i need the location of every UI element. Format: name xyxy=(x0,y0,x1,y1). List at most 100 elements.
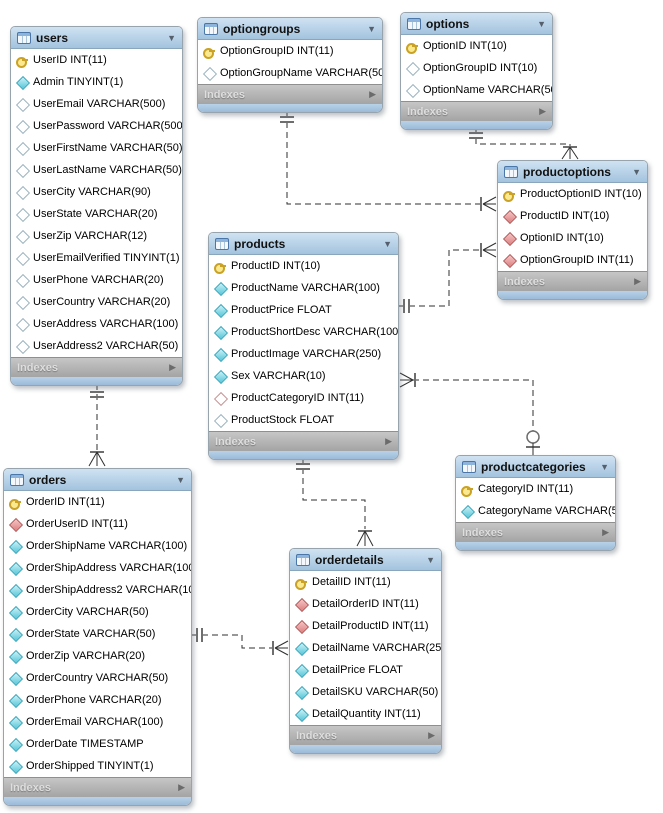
table-productcategories[interactable]: productcategories ▼ CategoryID INT(11)Ca… xyxy=(455,455,616,551)
relationship-productcategories-products[interactable] xyxy=(399,372,540,455)
field-row[interactable]: OrderShipped TINYINT(1) xyxy=(4,755,191,777)
field-row[interactable]: UserID INT(11) xyxy=(11,49,182,71)
field-row[interactable]: ProductPrice FLOAT xyxy=(209,299,398,321)
field-row[interactable]: Sex VARCHAR(10) xyxy=(209,365,398,387)
expand-arrow-icon[interactable]: ▶ xyxy=(602,527,609,537)
field-row[interactable]: CategoryID INT(11) xyxy=(456,478,615,500)
table-users[interactable]: users ▼ UserID INT(11)Admin TINYINT(1)Us… xyxy=(10,26,183,386)
indexes-row[interactable]: Indexes ▶ xyxy=(290,725,441,745)
table-options[interactable]: options ▼ OptionID INT(10)OptionGroupID … xyxy=(400,12,553,130)
indexes-row[interactable]: Indexes ▶ xyxy=(456,522,615,542)
collapse-arrow-icon[interactable]: ▼ xyxy=(167,32,176,43)
indexes-row[interactable]: Indexes ▶ xyxy=(198,84,382,104)
field-row[interactable]: OptionGroupID INT(10) xyxy=(401,57,552,79)
table-optiongroups-header[interactable]: optiongroups ▼ xyxy=(198,18,382,40)
field-row[interactable]: UserPassword VARCHAR(500) xyxy=(11,115,182,137)
field-row[interactable]: Admin TINYINT(1) xyxy=(11,71,182,93)
expand-arrow-icon[interactable]: ▶ xyxy=(634,276,641,286)
field-row[interactable]: OptionGroupName VARCHAR(50) xyxy=(198,62,382,84)
collapse-arrow-icon[interactable]: ▼ xyxy=(383,238,392,249)
field-row[interactable]: DetailPrice FLOAT xyxy=(290,659,441,681)
collapse-arrow-icon[interactable]: ▼ xyxy=(176,474,185,485)
relationship-products-orderdetails[interactable] xyxy=(296,458,374,547)
field-row[interactable]: ProductStock FLOAT xyxy=(209,409,398,431)
expand-arrow-icon[interactable]: ▶ xyxy=(169,362,176,372)
expand-arrow-icon[interactable]: ▶ xyxy=(385,436,392,446)
field-row[interactable]: UserFirstName VARCHAR(50) xyxy=(11,137,182,159)
collapse-arrow-icon[interactable]: ▼ xyxy=(426,554,435,565)
relationship-products-productoptions[interactable] xyxy=(399,242,497,313)
field-row[interactable]: OrderID INT(11) xyxy=(4,491,191,513)
expand-arrow-icon[interactable]: ▶ xyxy=(428,730,435,740)
field-row[interactable]: ProductID INT(10) xyxy=(498,205,647,227)
field-row[interactable]: DetailSKU VARCHAR(50) xyxy=(290,681,441,703)
field-row[interactable]: ProductID INT(10) xyxy=(209,255,398,277)
field-row[interactable]: DetailID INT(11) xyxy=(290,571,441,593)
table-options-header[interactable]: options ▼ xyxy=(401,13,552,35)
field-row[interactable]: OptionID INT(10) xyxy=(498,227,647,249)
collapse-arrow-icon[interactable]: ▼ xyxy=(367,23,376,34)
indexes-row[interactable]: Indexes ▶ xyxy=(4,777,191,797)
indexes-row[interactable]: Indexes ▶ xyxy=(11,357,182,377)
field-row[interactable]: UserAddress VARCHAR(100) xyxy=(11,313,182,335)
table-orders[interactable]: orders ▼ OrderID INT(11)OrderUserID INT(… xyxy=(3,468,192,806)
expand-arrow-icon[interactable]: ▶ xyxy=(369,89,376,99)
table-productoptions[interactable]: productoptions ▼ ProductOptionID INT(10)… xyxy=(497,160,648,300)
relationship-users-orders[interactable] xyxy=(88,384,106,467)
table-products[interactable]: products ▼ ProductID INT(10)ProductName … xyxy=(208,232,399,460)
table-productcategories-header[interactable]: productcategories ▼ xyxy=(456,456,615,478)
field-row[interactable]: OptionGroupID INT(11) xyxy=(198,40,382,62)
table-products-header[interactable]: products ▼ xyxy=(209,233,398,255)
field-row[interactable]: UserZip VARCHAR(12) xyxy=(11,225,182,247)
field-row[interactable]: ProductShortDesc VARCHAR(1000) xyxy=(209,321,398,343)
expand-arrow-icon[interactable]: ▶ xyxy=(178,782,185,792)
field-row[interactable]: CategoryName VARCHAR(50) xyxy=(456,500,615,522)
field-row[interactable]: UserCountry VARCHAR(20) xyxy=(11,291,182,313)
table-optiongroups[interactable]: optiongroups ▼ OptionGroupID INT(11)Opti… xyxy=(197,17,383,113)
collapse-arrow-icon[interactable]: ▼ xyxy=(537,18,546,29)
field-row[interactable]: OptionID INT(10) xyxy=(401,35,552,57)
field-row[interactable]: DetailName VARCHAR(250) xyxy=(290,637,441,659)
field-row[interactable]: OrderZip VARCHAR(20) xyxy=(4,645,191,667)
collapse-arrow-icon[interactable]: ▼ xyxy=(600,461,609,472)
indexes-row[interactable]: Indexes ▶ xyxy=(209,431,398,451)
collapse-arrow-icon[interactable]: ▼ xyxy=(632,166,641,177)
field-row[interactable]: OrderShipAddress2 VARCHAR(100) xyxy=(4,579,191,601)
field-row[interactable]: UserEmail VARCHAR(500) xyxy=(11,93,182,115)
field-row[interactable]: UserLastName VARCHAR(50) xyxy=(11,159,182,181)
table-orders-header[interactable]: orders ▼ xyxy=(4,469,191,491)
relationship-options-productoptions[interactable] xyxy=(469,128,579,160)
field-row[interactable]: OrderCity VARCHAR(50) xyxy=(4,601,191,623)
field-row[interactable]: ProductName VARCHAR(100) xyxy=(209,277,398,299)
field-row[interactable]: OrderCountry VARCHAR(50) xyxy=(4,667,191,689)
field-row[interactable]: DetailProductID INT(11) xyxy=(290,615,441,637)
table-orderdetails[interactable]: orderdetails ▼ DetailID INT(11)DetailOrd… xyxy=(289,548,442,754)
field-row[interactable]: ProductOptionID INT(10) xyxy=(498,183,647,205)
field-row[interactable]: DetailOrderID INT(11) xyxy=(290,593,441,615)
field-row[interactable]: UserState VARCHAR(20) xyxy=(11,203,182,225)
field-row[interactable]: OptionName VARCHAR(50) xyxy=(401,79,552,101)
field-row[interactable]: OrderUserID INT(11) xyxy=(4,513,191,535)
field-row[interactable]: OrderEmail VARCHAR(100) xyxy=(4,711,191,733)
field-row[interactable]: DetailQuantity INT(11) xyxy=(290,703,441,725)
field-row[interactable]: OrderState VARCHAR(50) xyxy=(4,623,191,645)
expand-arrow-icon[interactable]: ▶ xyxy=(539,106,546,116)
field-row[interactable]: UserPhone VARCHAR(20) xyxy=(11,269,182,291)
table-users-header[interactable]: users ▼ xyxy=(11,27,182,49)
relationship-orders-orderdetails[interactable] xyxy=(192,628,289,656)
field-row[interactable]: OptionGroupID INT(11) xyxy=(498,249,647,271)
field-row[interactable]: OrderPhone VARCHAR(20) xyxy=(4,689,191,711)
field-row[interactable]: UserEmailVerified TINYINT(1) xyxy=(11,247,182,269)
field-row[interactable]: OrderShipName VARCHAR(100) xyxy=(4,535,191,557)
relationship-optiongroups-productoptions[interactable] xyxy=(280,112,497,212)
field-row[interactable]: ProductCategoryID INT(11) xyxy=(209,387,398,409)
field-row[interactable]: UserCity VARCHAR(90) xyxy=(11,181,182,203)
indexes-row[interactable]: Indexes ▶ xyxy=(401,101,552,121)
indexes-row[interactable]: Indexes ▶ xyxy=(498,271,647,291)
table-productoptions-header[interactable]: productoptions ▼ xyxy=(498,161,647,183)
table-orderdetails-header[interactable]: orderdetails ▼ xyxy=(290,549,441,571)
field-row[interactable]: ProductImage VARCHAR(250) xyxy=(209,343,398,365)
field-row[interactable]: UserAddress2 VARCHAR(50) xyxy=(11,335,182,357)
field-row[interactable]: OrderShipAddress VARCHAR(100) xyxy=(4,557,191,579)
field-row[interactable]: OrderDate TIMESTAMP xyxy=(4,733,191,755)
